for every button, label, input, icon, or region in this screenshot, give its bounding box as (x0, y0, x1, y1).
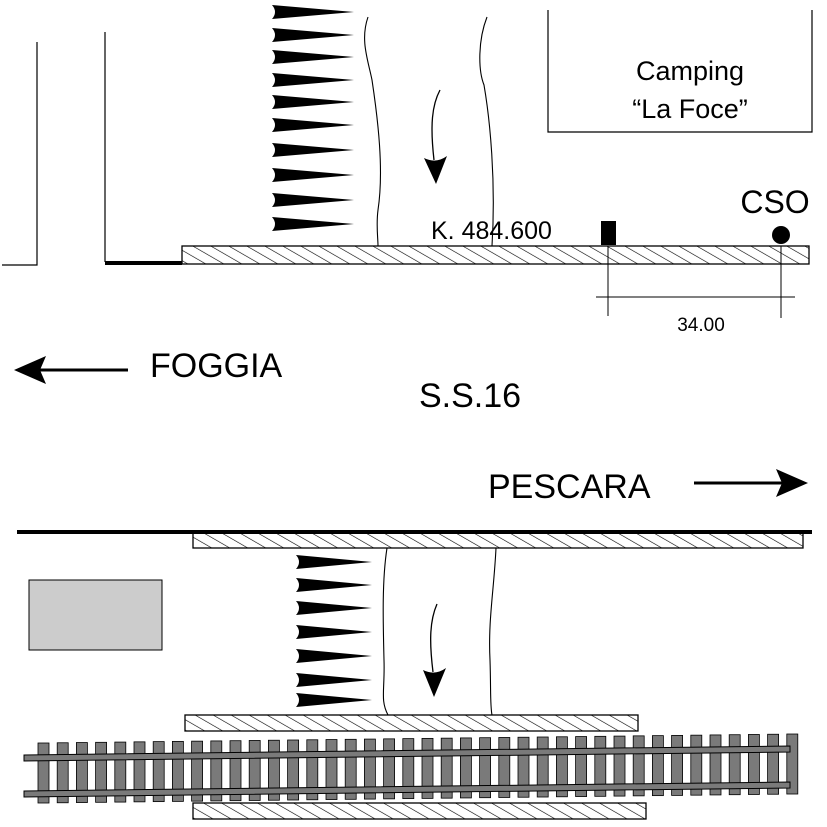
embankment-triangle-icon (272, 217, 354, 231)
railway-sleeper (363, 738, 376, 800)
railway-sleeper (613, 735, 626, 797)
lower-hatched-strip-lower-rail (192, 802, 647, 820)
railway-sleeper (114, 741, 127, 803)
railway-sleeper (37, 742, 50, 804)
railway-sleeper (536, 736, 549, 798)
railway-sleeper (267, 739, 280, 801)
embankment-triangle-icon (272, 5, 354, 19)
building (28, 579, 163, 651)
foggia-label: FOGGIA (150, 347, 283, 385)
railway-sleeper (344, 738, 357, 800)
railway-sleeper (383, 738, 396, 800)
railway-sleeper (459, 737, 472, 799)
embankment-triangle-icon (296, 578, 372, 592)
railway-sleeper (402, 738, 415, 800)
railway-sleeper (556, 736, 568, 798)
railway-sleeper (709, 734, 722, 796)
embankment-triangle-icon (296, 555, 372, 569)
railway-sleeper (421, 737, 434, 799)
railway-sleeper (210, 740, 223, 802)
lower-hatched-strip-upper-rail (184, 714, 639, 732)
railway-sleeper (306, 739, 319, 801)
upper-flow-arrow-icon (424, 89, 447, 184)
upper-embankment-triangles (272, 5, 354, 231)
embankment-triangle-icon (272, 28, 354, 42)
lower-watercourse (382, 547, 497, 716)
embankment-triangle-icon (296, 673, 372, 687)
foggia-arrow-icon (14, 356, 128, 384)
road-label: S.S.16 (419, 377, 521, 415)
railway-sleeper (767, 733, 779, 795)
railway-sleeper (594, 735, 607, 797)
railway-sleeper (95, 741, 107, 803)
cso-point (772, 226, 790, 244)
camping-boundary (547, 10, 813, 133)
embankment-triangle-icon (272, 118, 354, 132)
railway-sleeper (152, 741, 165, 803)
camping-label-line2: “La Foce” (632, 94, 748, 124)
embankment-triangle-icon (272, 168, 354, 182)
camping-label-line1: Camping (636, 56, 744, 86)
railway-sleeper (690, 734, 703, 796)
lower-embankment-triangles (296, 555, 372, 707)
dimension-line (596, 246, 795, 318)
upper-left-boundary (2, 32, 106, 266)
cso-label: CSO (740, 184, 809, 220)
embankment-triangle-icon (296, 649, 372, 663)
dimension-label: 34.00 (677, 315, 725, 336)
km-marker-label: K. 484.600 (431, 217, 552, 245)
railway-sleeper (671, 734, 683, 796)
railway-sleeper (287, 739, 300, 801)
pescara-label: PESCARA (488, 468, 651, 506)
railway-sleeper (248, 740, 261, 801)
railway-sleeper (171, 740, 184, 802)
railway-sleeper (632, 735, 645, 797)
embankment-triangle-icon (296, 693, 372, 707)
railway-sleeper (575, 736, 587, 797)
railway-sleeper (728, 734, 741, 796)
embankment-triangle-icon (272, 193, 354, 207)
railway-sleeper (652, 735, 664, 797)
embankment-triangle-icon (272, 50, 354, 64)
upper-watercourse (364, 16, 494, 247)
railway-sleeper (191, 740, 204, 802)
lower-flow-arrow-icon (423, 603, 446, 697)
embankment-triangle-icon (296, 625, 372, 639)
embankment-triangle-icon (272, 143, 354, 157)
embankment-triangle-icon (272, 73, 354, 87)
railway-sleeper (479, 737, 492, 799)
embankment-triangle-icon (272, 95, 354, 109)
pescara-arrow-icon (694, 469, 808, 497)
railway-sleeper (748, 734, 760, 795)
railway-sleeper (440, 737, 453, 799)
railway-sleeper (56, 742, 69, 804)
railway-sleeper (498, 737, 511, 798)
railway-rail (23, 745, 791, 762)
embankment-triangle-icon (296, 601, 372, 615)
lower-hatched-strip-road (192, 531, 804, 549)
railway-sleeper (517, 736, 530, 798)
upper-hatched-strip (181, 245, 810, 265)
railway-sleeper (76, 742, 88, 803)
railway-track-icon (23, 733, 799, 804)
railway-rail (23, 781, 791, 798)
railway-sleeper (325, 739, 338, 800)
railway-sleeper (229, 740, 242, 802)
railway-sleeper (786, 733, 799, 795)
railway-sleeper (133, 741, 146, 803)
km-marker-post (601, 221, 616, 245)
